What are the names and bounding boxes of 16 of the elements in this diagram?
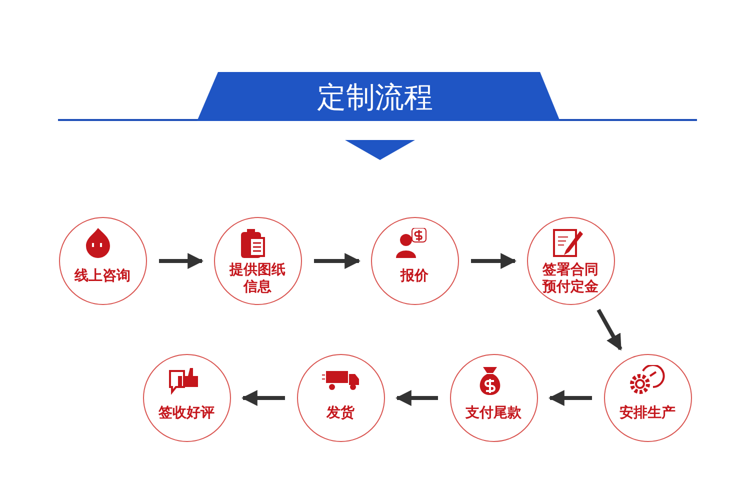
step-label: 发货	[325, 405, 356, 422]
step-label: 线上咨询	[73, 268, 132, 285]
title: 定制流程	[316, 79, 434, 116]
step-label: 签署合同预付定金	[541, 262, 600, 296]
step-label: 报价	[399, 268, 430, 285]
arrow	[471, 253, 517, 269]
arrow	[159, 253, 204, 269]
arrow	[548, 390, 592, 406]
arrow	[241, 390, 285, 406]
arrow	[596, 308, 622, 351]
step-label: 安排生产	[618, 405, 676, 422]
arrow	[314, 253, 361, 269]
step-label: 签收好评	[158, 405, 216, 422]
arrow	[395, 390, 438, 406]
step-label: 支付尾款	[464, 405, 522, 422]
step-label: 提供图纸信息	[228, 262, 286, 296]
